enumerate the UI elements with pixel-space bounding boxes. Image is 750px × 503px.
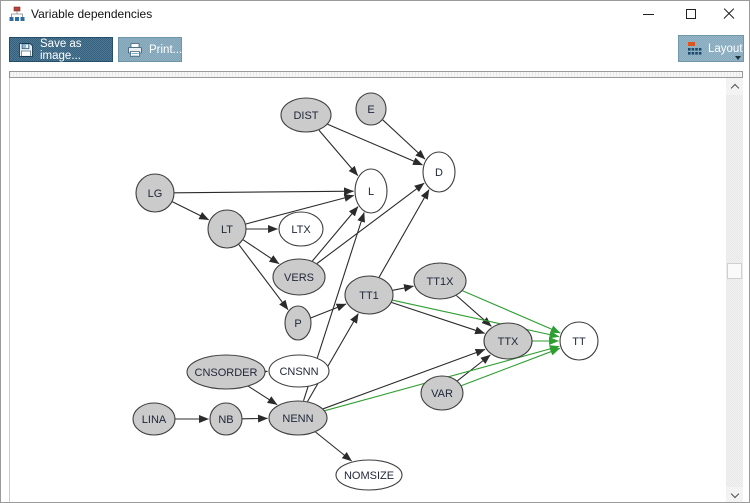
printer-icon: [128, 42, 142, 57]
graph-node-ltx[interactable]: LTX: [278, 211, 324, 247]
print-button[interactable]: Print...: [118, 37, 182, 62]
graph-node-label: TT1: [359, 290, 379, 302]
graph-node-p[interactable]: P: [284, 305, 312, 341]
graph-canvas: DIST E D LG L LT LTX VERS P TT1: [9, 78, 727, 503]
dependency-graph-svg[interactable]: DIST E D LG L LT LTX VERS P TT1: [10, 78, 727, 503]
graph-node-cnsorder[interactable]: CNSORDER: [186, 354, 266, 390]
graph-node-label: CNSORDER: [195, 367, 258, 379]
graph-edge-p-tt1: [310, 303, 347, 319]
graph-edge-lt-vers: [242, 239, 280, 265]
window-title: Variable dependencies: [31, 7, 153, 21]
save-as-image-label: Save as image...: [40, 37, 82, 62]
graph-edge-var-ttx: [457, 354, 491, 382]
graph-node-label: TTX: [498, 336, 519, 348]
graph-node-var[interactable]: VAR: [420, 375, 464, 411]
horizontal-scrollbar[interactable]: [9, 71, 743, 78]
maximize-icon: [686, 9, 696, 19]
scroll-down-button[interactable]: [726, 487, 743, 502]
graph-node-tt1x[interactable]: TT1X: [413, 262, 467, 300]
graph-node-d[interactable]: D: [422, 151, 456, 193]
graph-node-label: LT: [221, 224, 233, 236]
graph-node-label: E: [367, 104, 374, 116]
maximize-button[interactable]: [675, 1, 707, 27]
layout-button[interactable]: Layout: [678, 35, 744, 62]
chevron-down-icon: [730, 489, 739, 498]
graph-node-tt[interactable]: TT: [559, 321, 599, 361]
graph-node-label: VAR: [431, 388, 453, 400]
graph-edge-tt1-d: [378, 189, 430, 278]
graph-edge-nenn-ttx: [322, 348, 486, 410]
layout-dropdown-arrow-icon: [735, 56, 741, 60]
graph-node-label: DIST: [293, 110, 318, 122]
graph-edge-tt1x-tt: [462, 290, 561, 334]
layout-label: Layout: [708, 42, 743, 55]
graph-node-vers[interactable]: VERS: [272, 258, 326, 296]
vertical-scrollbar[interactable]: [726, 78, 743, 502]
layout-icon: [688, 42, 702, 55]
graph-edge-nenn-nomsize: [315, 431, 352, 462]
print-label: Print...: [149, 43, 183, 56]
graph-edge-tt1-ttx: [391, 301, 486, 335]
close-button[interactable]: [713, 1, 745, 27]
minimize-button[interactable]: [632, 1, 664, 27]
app-hierarchy-icon: [9, 6, 25, 21]
graph-edge-vers-d: [316, 182, 425, 264]
graph-edge-var-tt: [461, 347, 561, 387]
toolbar: Save as image... Print... Layout: [1, 27, 749, 69]
save-floppy-icon: [19, 42, 33, 57]
graph-edge-lg-l: [174, 187, 354, 196]
scroll-up-button[interactable]: [726, 78, 743, 95]
graph-node-ttx[interactable]: TTX: [483, 322, 533, 360]
graph-edge-lg-lt: [172, 201, 210, 221]
graph-edge-lt-p: [238, 244, 289, 311]
save-as-image-button[interactable]: Save as image...: [9, 37, 113, 62]
graph-node-label: LG: [148, 188, 163, 200]
graph-node-label: LINA: [142, 414, 167, 426]
graph-node-nomsize[interactable]: NOMSIZE: [335, 459, 403, 491]
graph-node-label: CNSNN: [279, 366, 318, 378]
graph-edge-cnsorder-nenn: [248, 385, 278, 406]
graph-edge-e-d: [382, 119, 426, 160]
graph-node-label: D: [435, 167, 443, 179]
graph-node-tt1[interactable]: TT1: [344, 275, 394, 315]
vertical-scrollbar-thumb[interactable]: [727, 263, 742, 279]
graph-node-label: VERS: [284, 272, 314, 284]
graph-node-label: TT: [572, 336, 586, 348]
graph-node-lg[interactable]: LG: [135, 173, 175, 213]
graph-edge-dist-l: [318, 129, 359, 176]
graph-node-label: NOMSIZE: [344, 470, 394, 482]
graph-node-label: NB: [218, 414, 233, 426]
graph-node-e[interactable]: E: [355, 92, 387, 126]
graph-edge-tt1-tt: [392, 299, 560, 339]
graph-edge-tt1x-ttx: [456, 295, 492, 327]
graph-edge-nenn-tt1: [307, 313, 359, 402]
graph-edge-vers-l: [311, 206, 359, 262]
graph-node-cnsnn[interactable]: CNSNN: [268, 354, 330, 388]
chevron-up-icon: [730, 83, 739, 92]
graph-node-label: NENN: [282, 413, 313, 425]
graph-edge-lt-l: [245, 194, 355, 225]
graph-node-nenn[interactable]: NENN: [268, 400, 328, 436]
graph-node-label: LTX: [291, 224, 311, 236]
titlebar: Variable dependencies: [1, 1, 749, 27]
graph-node-l[interactable]: L: [354, 168, 388, 214]
graph-node-lina[interactable]: LINA: [132, 402, 176, 436]
graph-edge-dist-d: [327, 123, 423, 166]
close-icon: [723, 8, 735, 20]
graph-node-label: L: [368, 186, 374, 198]
graph-edge-tt1-tt1x: [392, 284, 414, 292]
graph-node-dist[interactable]: DIST: [280, 97, 332, 133]
graph-node-label: TT1X: [427, 276, 455, 288]
graph-node-nb[interactable]: NB: [209, 402, 243, 436]
graph-node-label: P: [294, 318, 301, 330]
graph-node-lt[interactable]: LT: [207, 209, 247, 249]
minimize-icon: [642, 13, 654, 15]
